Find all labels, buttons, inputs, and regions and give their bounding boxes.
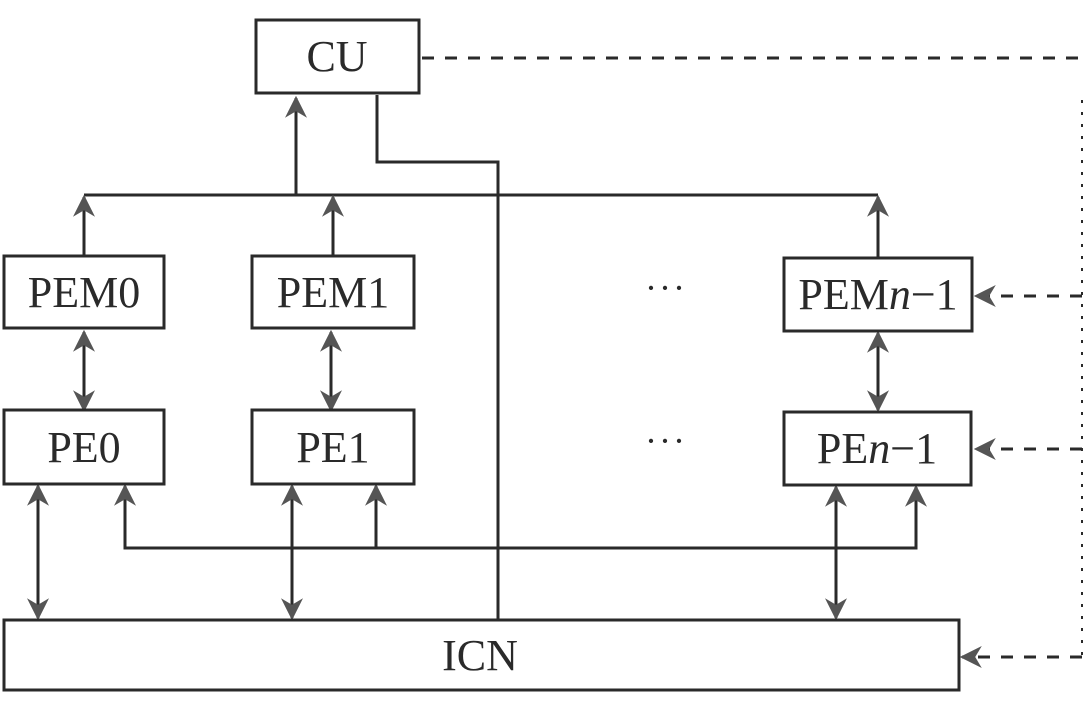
- broadcast-bus: [123, 486, 918, 550]
- icn-node: ICN: [2, 618, 961, 692]
- pe1-label: PE1: [296, 423, 369, 472]
- pem1-node: PEM1: [250, 254, 416, 330]
- pem-ellipsis: ···: [645, 268, 687, 308]
- cu-node: CU: [254, 18, 421, 95]
- pen-node: PEn−1: [782, 410, 973, 487]
- cu-to-icn-line: [375, 95, 500, 620]
- icn-label: ICN: [442, 631, 518, 680]
- pem0-node: PEM0: [2, 254, 166, 330]
- pem1-label: PEM1: [277, 268, 389, 317]
- pen-label: PEn−1: [817, 424, 937, 473]
- pe1-node: PE1: [250, 408, 416, 486]
- pe0-label: PE0: [47, 423, 120, 472]
- pem0-label: PEM0: [28, 268, 140, 317]
- pemn-label: PEMn−1: [798, 270, 957, 319]
- cu-label: CU: [306, 32, 367, 81]
- pe0-node: PE0: [2, 408, 166, 486]
- pemn-node: PEMn−1: [782, 256, 974, 333]
- pe-ellipsis: ···: [645, 421, 687, 461]
